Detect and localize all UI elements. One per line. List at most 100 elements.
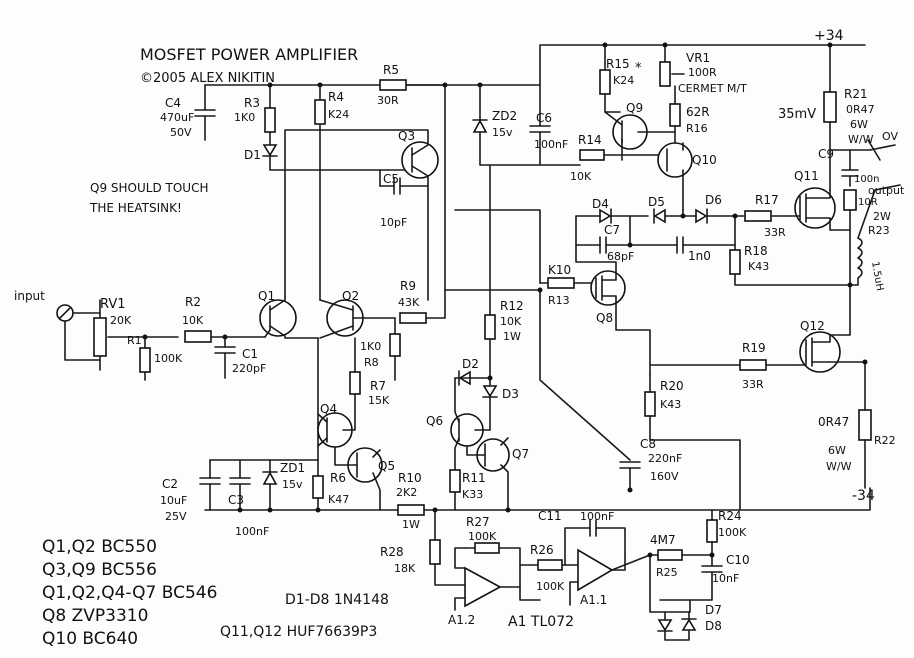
parts-line-5: Q10 BC640 (42, 629, 138, 649)
r21-value: 0R47 (846, 103, 875, 116)
r20-value: K43 (660, 398, 681, 411)
r10-label: R10 (398, 471, 422, 485)
q6-transistor: Q6 (426, 377, 491, 471)
c8-voltage: 160V (650, 470, 679, 483)
parts-line-1: Q1,Q2 BC550 (42, 537, 157, 557)
r5-resistor: R5 30R (377, 63, 407, 107)
rv1-value: 20K (110, 314, 132, 327)
r7-label: R7 (370, 379, 386, 393)
r6-resistor: R6 K47 (312, 471, 349, 506)
r21-power: 6W (850, 118, 868, 131)
c11-value: 100nF (580, 510, 614, 523)
zd2-zener: ZD2 15v (472, 84, 581, 166)
output-label: output (868, 184, 905, 197)
positive-rail-label: +34 (814, 28, 844, 44)
r13-resistor: K10 R13 (539, 263, 593, 307)
c2-value: 10uF (160, 494, 187, 507)
negative-rail: -34 (204, 487, 875, 511)
d3-label: D3 (502, 387, 519, 401)
r16-resistor: 62R R16 (669, 85, 710, 144)
a11-opamp: A1.1 (569, 548, 661, 607)
c7-capacitor: C7 68pF (575, 215, 634, 263)
r20-resistor: R20 K43 (644, 374, 741, 511)
r2-label: R2 (185, 295, 201, 309)
r15-label: R15 (606, 57, 630, 71)
c9-label: C9 (818, 147, 834, 161)
c10-value: 10nF (712, 572, 739, 585)
c5-capacitor: C5 10pF (379, 169, 429, 229)
c4-label: C4 (165, 96, 181, 110)
parts-opamp: A1 TL072 (508, 614, 574, 630)
r10-power: 1W (402, 518, 420, 531)
c2-label: C2 (162, 477, 178, 491)
q7-label: Q7 (512, 447, 529, 461)
r3-value: 1K0 (234, 111, 255, 124)
r12-resistor: R12 10K 1W (484, 164, 524, 379)
c1-label: C1 (242, 347, 258, 361)
r14-label: R14 (578, 133, 602, 147)
d8-label: D8 (705, 619, 722, 633)
r27-label: R27 (466, 515, 490, 529)
q10-label: Q10 (692, 153, 717, 167)
r17-value: 33R (764, 226, 786, 239)
r1-label: R1 (127, 334, 142, 347)
input-connector: input (14, 289, 101, 361)
r19-resistor: R19 33R (649, 341, 799, 391)
r23-power: 2W (873, 210, 891, 223)
d2-label: D2 (462, 357, 479, 371)
c3-value: 100nF (235, 525, 269, 538)
a12-opamp: A1.2 (448, 566, 521, 627)
copyright-text: ©2005 ALEX NIKITIN (140, 71, 275, 86)
q8-mosfet: Q8 (575, 244, 651, 376)
r22-label: R22 (874, 434, 896, 447)
r21-resistor: R21 0R47 6W W/W 35mV (778, 44, 875, 191)
q8-label: Q8 (596, 311, 613, 325)
c7-label: C7 (604, 223, 620, 237)
schematic-title: MOSFET POWER AMPLIFIER (140, 45, 358, 64)
r28-value: 18K (394, 562, 416, 575)
r10-value: 2K2 (396, 486, 417, 499)
d6-label: D6 (705, 193, 722, 207)
q7-transistor: Q7 (466, 437, 529, 511)
parts-line-3: Q1,Q2,Q4-Q7 BC546 (42, 583, 217, 603)
r8-value: 1K0 (360, 340, 381, 353)
r13-value: K10 (548, 263, 571, 277)
r19-label: R19 (742, 341, 766, 355)
r18-label: R18 (744, 244, 768, 258)
r3-label: R3 (244, 96, 260, 110)
c9-value: 100n (854, 174, 879, 185)
ov-label: OV (882, 130, 898, 143)
output-coil: 1.5uH (849, 237, 885, 292)
r9-label: R9 (400, 279, 416, 293)
r21-label: R21 (844, 87, 868, 101)
a11-label: A1.1 (580, 593, 607, 607)
c11-label: C11 (538, 509, 562, 523)
q10-transistor: Q10 (657, 142, 717, 211)
r27-resistor: R27 100K (464, 515, 521, 591)
vr1-type: CERMET M/T (678, 82, 747, 95)
a12-label: A1.2 (448, 613, 475, 627)
r22-value: 0R47 (818, 415, 849, 429)
rv1-label: RV1 (100, 297, 126, 312)
zd1-zener: ZD1 15v (209, 459, 319, 511)
heatsink-note-2: THE HEATSINK! (89, 201, 182, 215)
d4-diode: D4 (575, 197, 649, 224)
c5-value: 10pF (380, 216, 407, 229)
r22-power: 6W (828, 444, 846, 457)
parts-line-4: Q8 ZVP3310 (42, 606, 148, 626)
q5-transistor: Q5 (334, 446, 395, 511)
d5-diode: D5 (648, 195, 697, 224)
r11-label: R11 (462, 471, 486, 485)
r6-value: K47 (328, 493, 349, 506)
c1-value: 220pF (232, 362, 266, 375)
c2-capacitor: C2 10uF 25V (160, 459, 221, 523)
r22-resistor: 0R47 R22 6W W/W (818, 409, 896, 489)
rv1-potentiometer: RV1 20K (93, 297, 179, 371)
r7-resistor: R7 15K (349, 337, 390, 407)
q9-transistor: Q9 (604, 101, 676, 161)
r16-value: 62R (686, 105, 710, 119)
r15-resistor: R15 K24 * (599, 44, 642, 113)
q6-label: Q6 (426, 414, 443, 428)
d2-diode: D2 (454, 357, 491, 386)
r6-label: R6 (330, 471, 346, 485)
